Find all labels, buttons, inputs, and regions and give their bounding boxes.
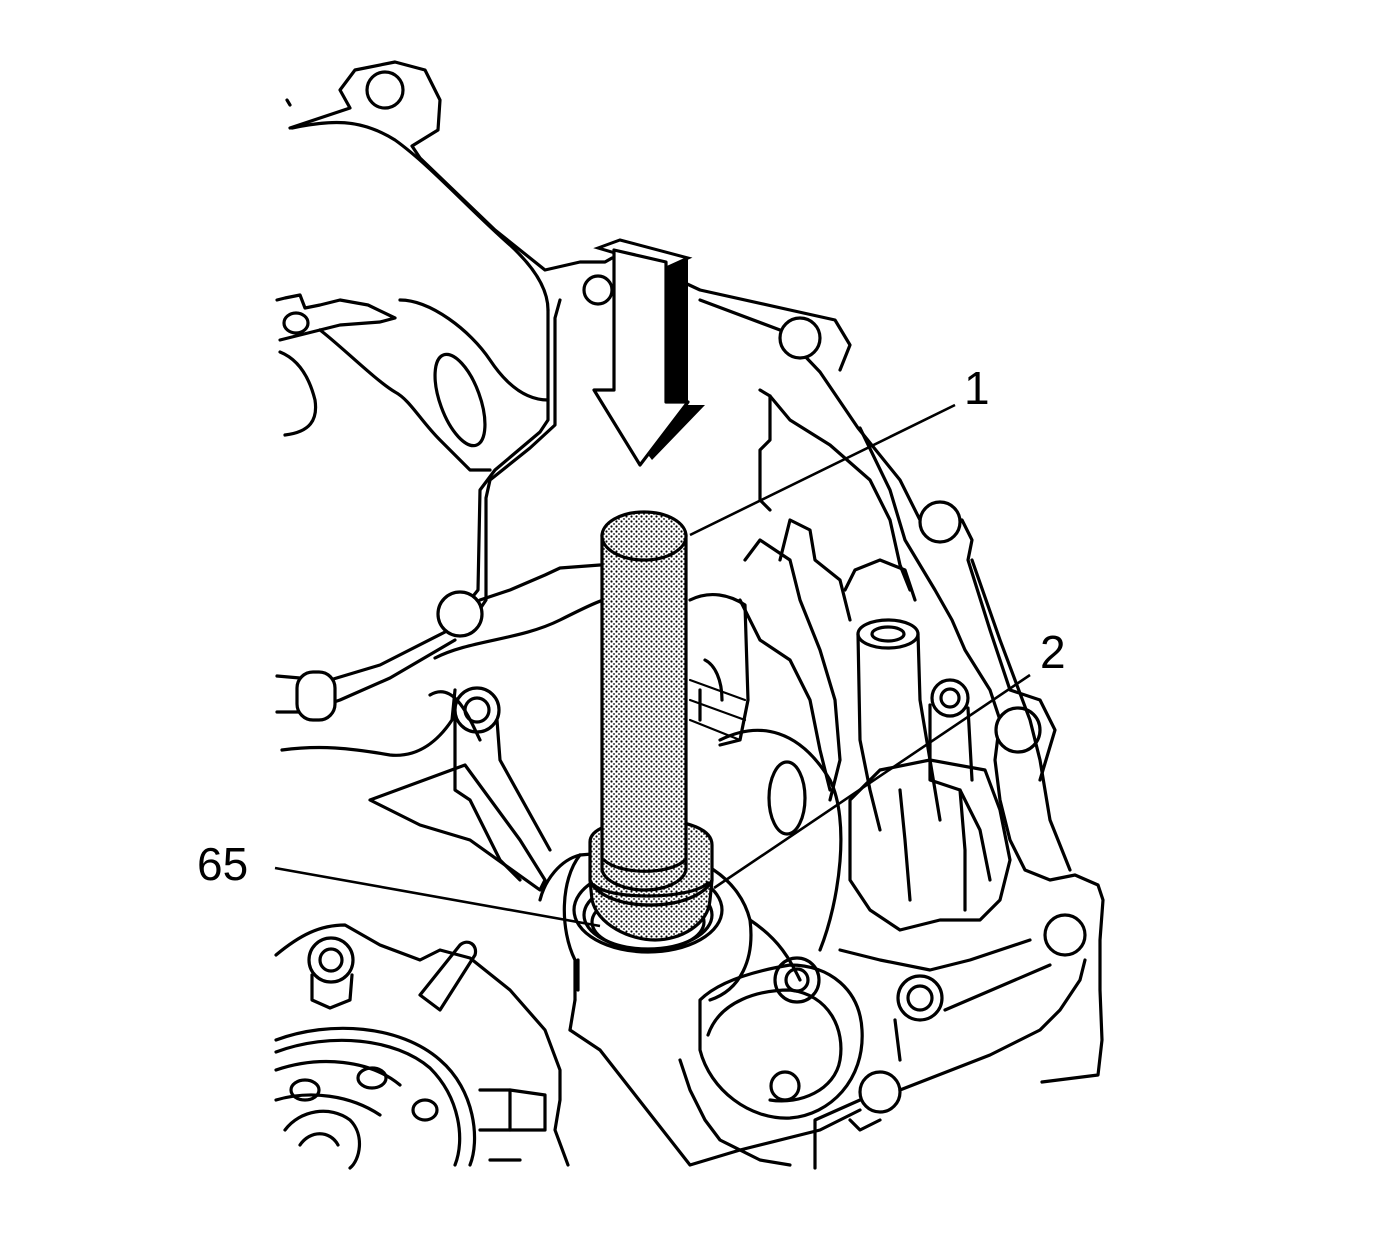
case-inner-details [274,518,1087,1170]
seal-installer-tool [588,510,714,942]
callout-2: 2 [1040,626,1066,678]
transaxle-case [275,60,1105,1084]
callout-1: 1 [964,362,990,414]
callout-65: 65 [197,838,248,890]
press-direction-arrow-icon [592,238,705,467]
leader-line-65 [274,866,601,928]
leader-line-2 [713,673,1031,890]
leader-line-1 [689,403,956,537]
